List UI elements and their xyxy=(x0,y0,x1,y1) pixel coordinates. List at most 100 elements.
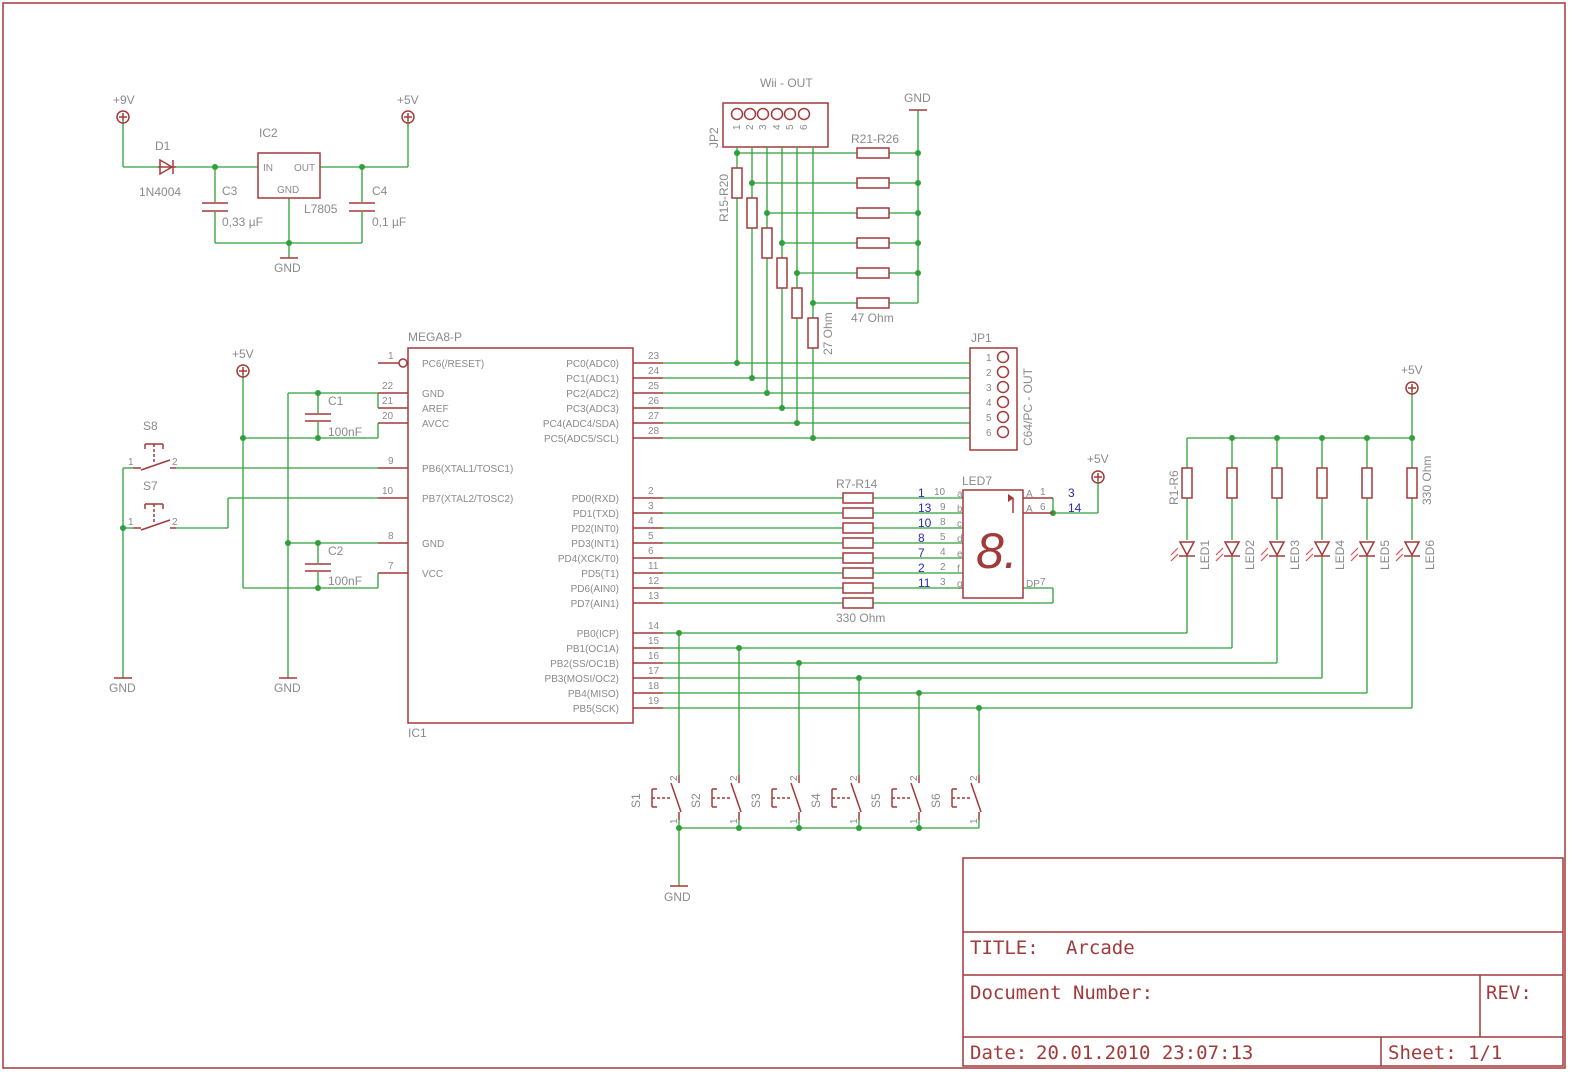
button-gnd-label: GND xyxy=(664,890,691,904)
led-section: R1-R6 330 Ohm LED1 LED2 LED3 LED4 LED5 L… xyxy=(663,363,1437,709)
button-section: S1 S2 S3 S4 S5 S6 2 1 2 1 2 1 2 1 2 1 2 … xyxy=(629,630,982,904)
wii-gnd-label: GND xyxy=(904,91,931,105)
mcu-pin-3: 3 xyxy=(648,501,654,512)
mcu-rname-25: PC2(ADC2) xyxy=(566,389,619,400)
mcu-rname-15: PB1(OC1A) xyxy=(566,644,619,655)
dp-label: DP xyxy=(1026,579,1040,590)
power-supply: +9V +5V D1 1N4004 IC2 IN OUT GND L7805 C… xyxy=(113,93,419,275)
date-value: 20.01.2010 23:07:13 xyxy=(1036,1042,1253,1064)
mcu-pin-18: 18 xyxy=(648,681,660,692)
led7-digit: 8. xyxy=(976,523,1018,579)
mcu-name: MEGA8-P xyxy=(408,330,462,344)
s6-pin1: 1 xyxy=(969,818,980,824)
display-plus5v-label: +5V xyxy=(1087,452,1109,466)
s3-label: S3 xyxy=(749,793,763,808)
led1-label: LED1 xyxy=(1198,540,1212,570)
ic2-out: OUT xyxy=(294,163,315,174)
mcu-lname-9: PB6(XTAL1/TOSC1) xyxy=(422,464,513,475)
seg-blue-d: 8 xyxy=(918,531,925,545)
mcu-pin-19: 19 xyxy=(648,696,660,707)
mcu-lname-22: GND xyxy=(422,389,444,400)
seven-segment-section: R7-R14 330 Ohm 1 13 10 8 7 2 11 3 14 10 … xyxy=(663,452,1109,625)
seg-pin-b: 9 xyxy=(940,502,946,513)
mcu-pin-9: 9 xyxy=(388,456,394,467)
r15-r20-label: R15-R20 xyxy=(717,174,731,222)
wii-out-label: Wii - OUT xyxy=(760,76,813,90)
mcu-ic1: MEGA8-P IC1 1 22 21 20 9 10 8 7 PC6(/RES… xyxy=(378,330,663,740)
title-label: TITLE: xyxy=(970,937,1039,959)
jp1-pin-6: 6 xyxy=(986,428,992,439)
jp2-label: JP2 xyxy=(707,127,721,148)
led2-label: LED2 xyxy=(1243,540,1257,570)
s1-label: S1 xyxy=(629,793,643,808)
mcu-pin-11: 11 xyxy=(648,561,659,572)
supply-gnd-label: GND xyxy=(274,261,301,275)
anode-pin-1: 1 xyxy=(1040,487,1046,498)
mcu-pin-12: 12 xyxy=(648,576,660,587)
c3-label: C3 xyxy=(222,184,238,198)
c1-value: 100nF xyxy=(328,425,362,439)
title-value: Arcade xyxy=(1066,937,1135,959)
jp2-pin-3: 3 xyxy=(758,124,769,130)
s3-pin2: 2 xyxy=(789,775,800,781)
seg-blue-e: 7 xyxy=(918,546,925,560)
ic2-value: L7805 xyxy=(304,202,338,216)
s3-pin1: 1 xyxy=(789,818,800,824)
mcu-pin-2: 2 xyxy=(648,486,654,497)
d1-value: 1N4004 xyxy=(139,185,181,199)
mcu-lname-20: AVCC xyxy=(422,419,449,430)
jp1-pin-1: 1 xyxy=(986,353,992,364)
s8-label: S8 xyxy=(143,419,158,433)
mcu-rname-14: PB0(ICP) xyxy=(577,629,619,640)
seg-letter-g: g xyxy=(957,579,963,590)
plus9v-label: +9V xyxy=(113,93,135,107)
doc-number-label: Document Number: xyxy=(970,982,1153,1004)
seg-letter-a: a xyxy=(957,489,963,500)
s8-pin1: 1 xyxy=(128,457,134,468)
led6-label: LED6 xyxy=(1423,540,1437,570)
mcu-lname-21: AREF xyxy=(422,404,449,415)
input-section: +5V C1 100nF C2 100nF S8 1 2 S7 xyxy=(109,347,379,695)
seg-blue-a: 1 xyxy=(918,486,925,500)
led5-label: LED5 xyxy=(1378,540,1392,570)
jp1-pin-4: 4 xyxy=(986,398,992,409)
mcu-lname-10: PB7(XTAL2/TOSC2) xyxy=(422,494,513,505)
mcu-pin-10: 10 xyxy=(382,486,394,497)
jp2-pin-6: 6 xyxy=(799,124,810,130)
r21-r26-value: 47 Ohm xyxy=(851,311,894,325)
seg-letter-e: e xyxy=(957,549,963,560)
plus5v-label: +5V xyxy=(397,93,419,107)
anode-pin-6: 6 xyxy=(1040,502,1046,513)
s7-label: S7 xyxy=(143,479,158,493)
mcu-rname-11: PD5(T1) xyxy=(581,569,619,580)
led3-label: LED3 xyxy=(1288,540,1302,570)
rev-label: REV: xyxy=(1486,982,1532,1004)
s8-pin2: 2 xyxy=(172,457,178,468)
mcu-rname-24: PC1(ADC1) xyxy=(566,374,619,385)
mcu-rname-5: PD3(INT1) xyxy=(571,539,619,550)
mcu-rname-6: PD4(XCK/T0) xyxy=(558,554,619,565)
s2-pin2: 2 xyxy=(729,775,740,781)
jp2-pin-2: 2 xyxy=(745,124,756,130)
seg-pin-f: 2 xyxy=(940,562,946,573)
r1-r6-label: R1-R6 xyxy=(1167,470,1181,505)
mcu-pin-14: 14 xyxy=(648,621,660,632)
mcu-lname-1: PC6(/RESET) xyxy=(422,359,484,370)
mcu-rname-18: PB4(MISO) xyxy=(568,689,619,700)
seg-pin-e: 4 xyxy=(940,547,946,558)
s4-pin2: 2 xyxy=(849,775,860,781)
mcu-ref: IC1 xyxy=(408,726,427,740)
mcu-pin-7: 7 xyxy=(388,561,394,572)
s5-pin1: 1 xyxy=(909,818,920,824)
jp1-pin-5: 5 xyxy=(986,413,992,424)
mcu-pin-6: 6 xyxy=(648,546,654,557)
led7-label: LED7 xyxy=(962,474,992,488)
jp1-desc: C64/PC - OUT xyxy=(1021,367,1035,446)
led4-label: LED4 xyxy=(1333,540,1347,570)
title-block: TITLE: Arcade Document Number: REV: Date… xyxy=(962,857,1564,1067)
seg-pin-d: 5 xyxy=(940,532,946,543)
mcu-pin-21: 21 xyxy=(382,396,394,407)
r1-r6-value: 330 Ohm xyxy=(1420,456,1434,505)
mcu-pin-26: 26 xyxy=(648,396,660,407)
mcu-rname-19: PB5(SCK) xyxy=(573,704,619,715)
